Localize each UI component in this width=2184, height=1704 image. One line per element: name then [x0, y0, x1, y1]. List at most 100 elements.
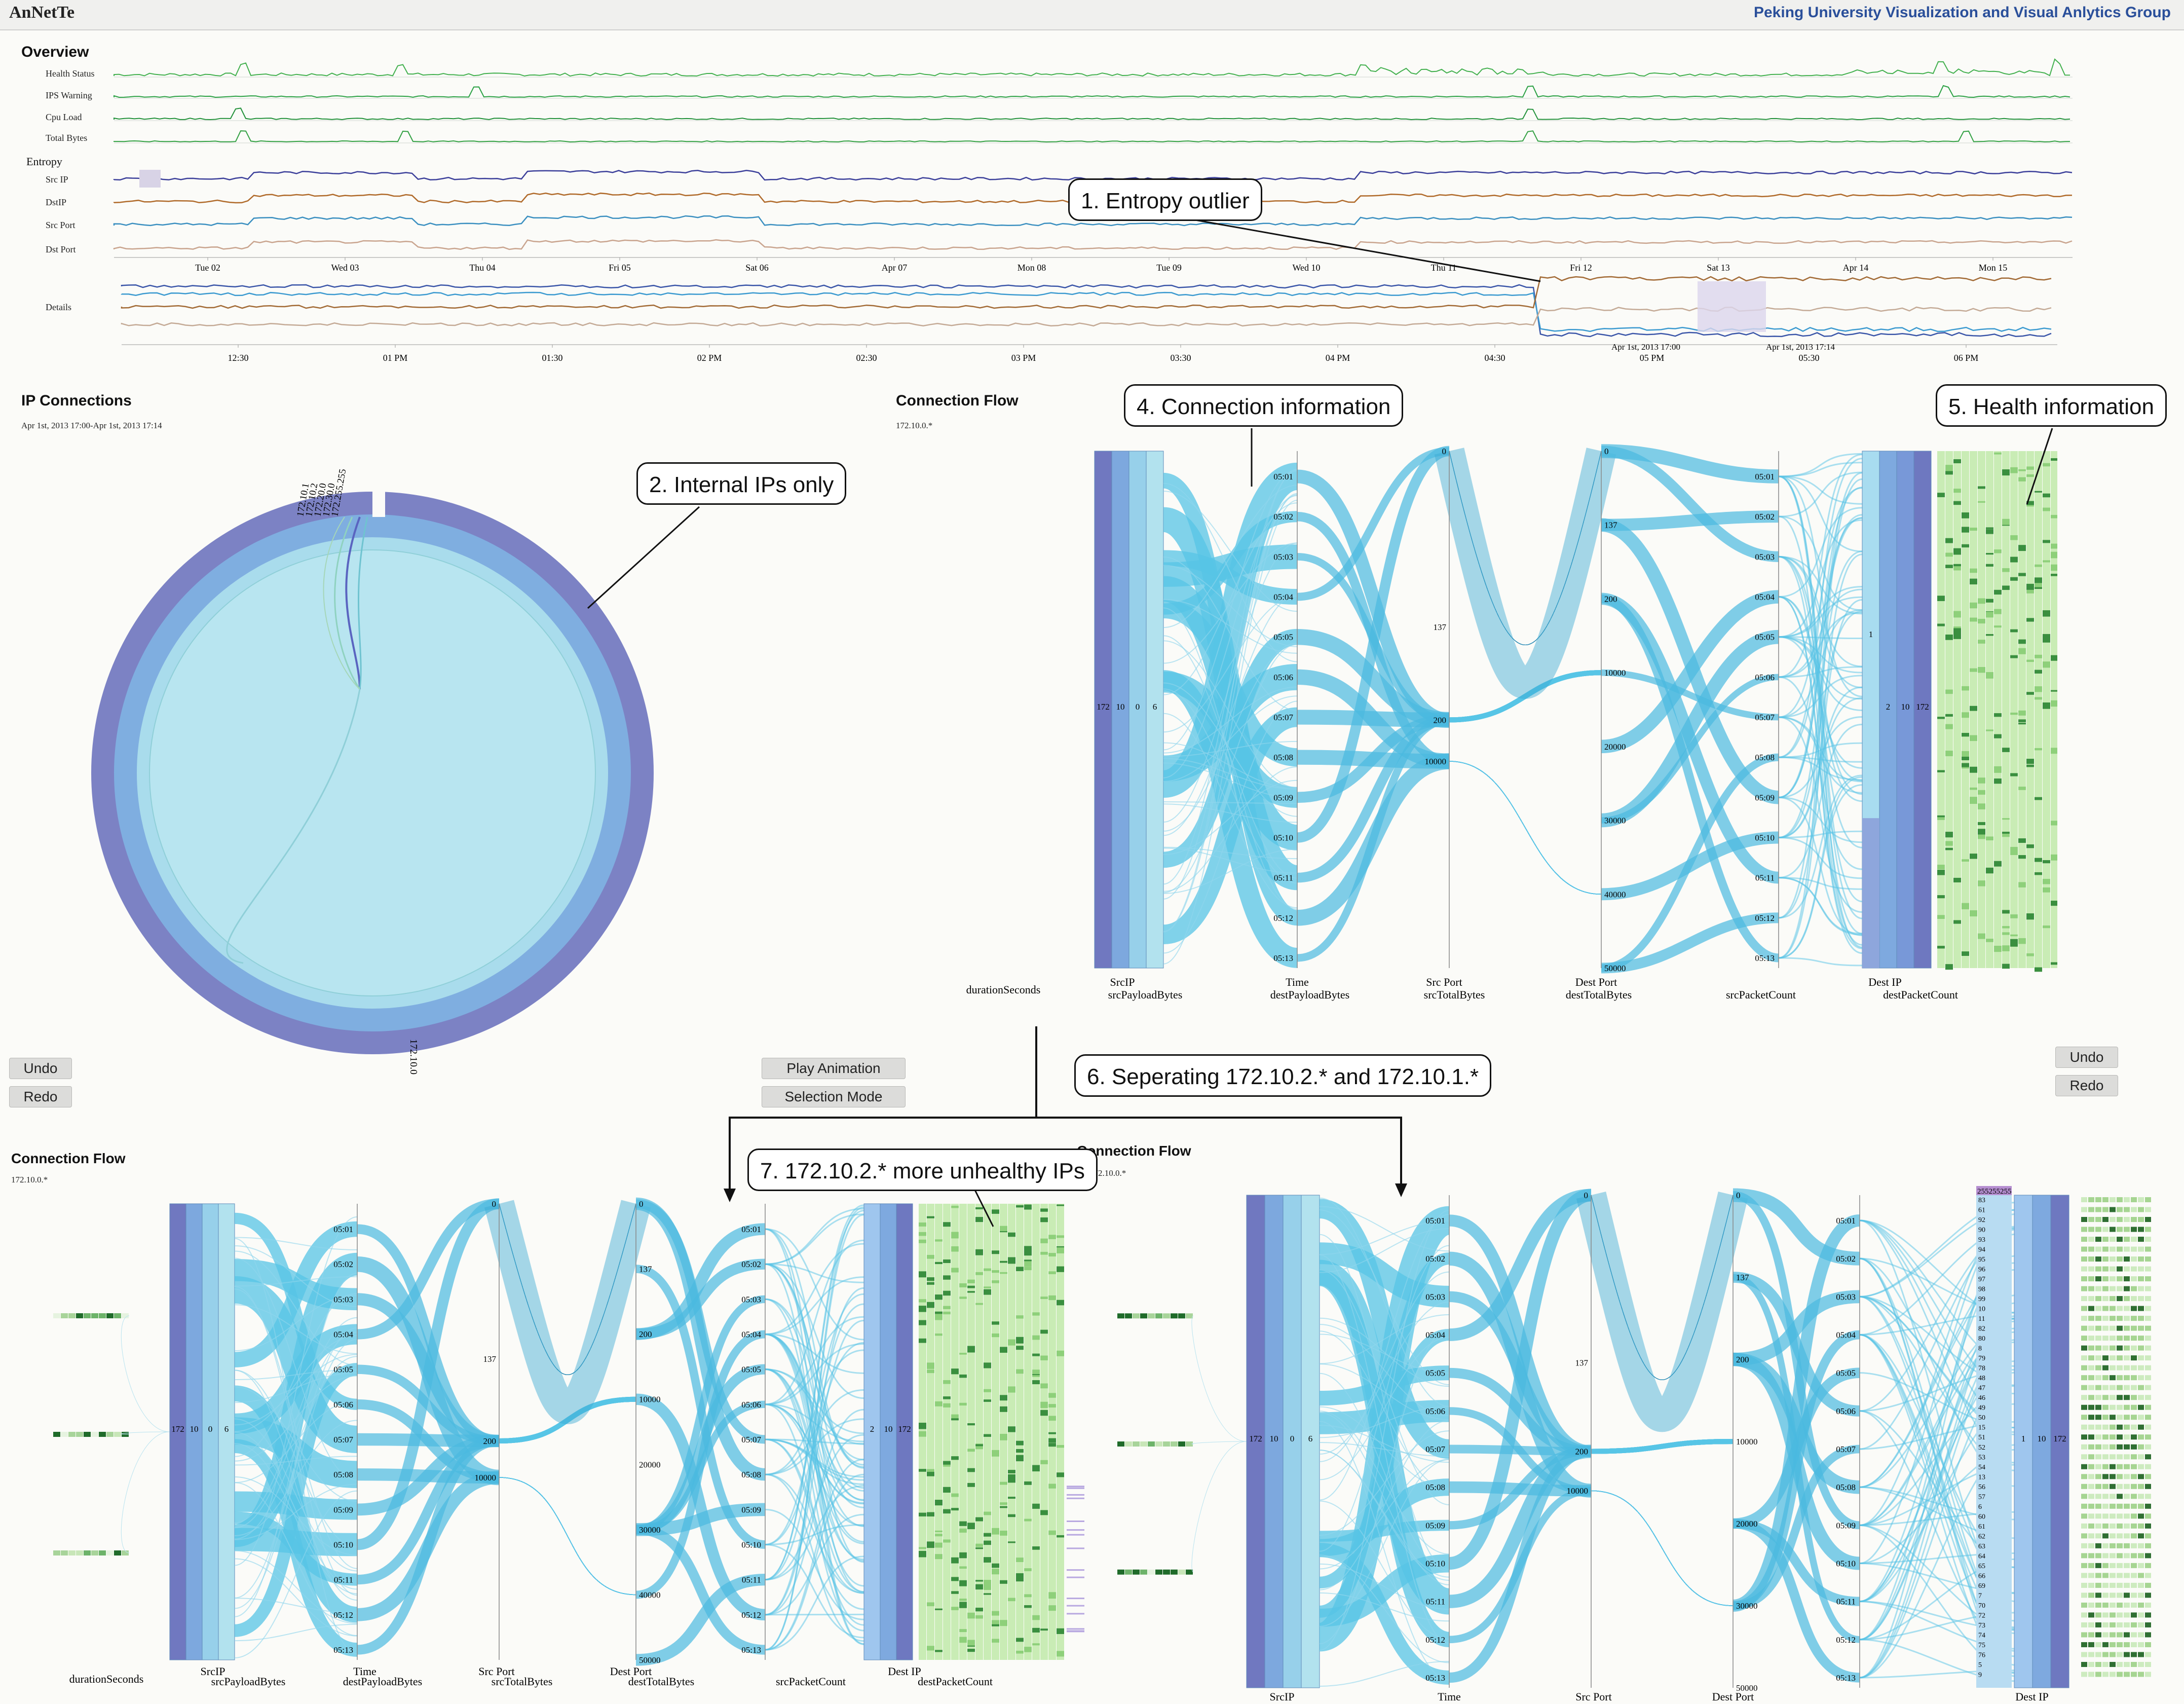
src-ip-bar[interactable]: [1301, 1195, 1320, 1688]
health-cell: [2131, 1622, 2137, 1627]
health-column: [1953, 451, 1961, 968]
selection-mode-button[interactable]: Selection Mode: [762, 1086, 906, 1107]
health-cell: [2145, 1474, 2151, 1479]
duration-cell: [1117, 1313, 1124, 1319]
src-ip-bar[interactable]: [169, 1203, 186, 1660]
health-cell: [2131, 1306, 2137, 1311]
dest-ip-bar[interactable]: [863, 1203, 881, 1660]
duration-cell: [84, 1313, 91, 1318]
health-cell: [2138, 1474, 2144, 1479]
health-cell: [2081, 1494, 2087, 1499]
dest-host-label: 66: [1978, 1572, 1985, 1580]
health-cell: [2138, 1513, 2144, 1519]
duration-cell: [106, 1432, 114, 1437]
health-cell: [2145, 1513, 2151, 1519]
health-cell: [2081, 1444, 2087, 1450]
health-cell: [2124, 1316, 2130, 1321]
health-cell: [2110, 1424, 2116, 1430]
redo-button-right[interactable]: Redo: [2055, 1075, 2118, 1096]
dest-ip-bar[interactable]: [880, 1203, 897, 1660]
undo-button-right[interactable]: Undo: [2055, 1047, 2118, 1068]
health-cell: [2117, 1237, 2123, 1242]
undo-button[interactable]: Undo: [9, 1058, 72, 1079]
health-cell: [2088, 1543, 2094, 1548]
src-ip-bar[interactable]: [202, 1203, 219, 1660]
health-cell: [2110, 1672, 2116, 1677]
dest-ip-segment: 10: [884, 1424, 893, 1434]
duration-cell: [1117, 1441, 1124, 1447]
dest-port-tick-label: 10000: [1736, 1437, 1758, 1447]
health-cell: [2081, 1246, 2087, 1252]
health-cell: [2145, 1197, 2151, 1202]
health-cell: [2145, 1365, 2151, 1370]
entropy-brush[interactable]: [139, 170, 161, 188]
dest-ip-bar[interactable]: [1879, 451, 1897, 969]
health-cell: [2117, 1276, 2123, 1282]
health-cell: [2081, 1553, 2087, 1559]
ip-chord-diagram[interactable]: 172.10.1172.10.2172.20.0172.30.0172.255.…: [76, 446, 664, 1135]
dest-ip-bar[interactable]: [1913, 451, 1932, 969]
duration-cell: [1171, 1569, 1178, 1575]
src-ip-bar[interactable]: [1146, 451, 1164, 969]
health-cell: [2138, 1217, 2144, 1223]
health-cell: [2138, 1672, 2144, 1677]
health-cell: [2124, 1217, 2130, 1223]
health-cell: [2081, 1316, 2087, 1321]
redo-button[interactable]: Redo: [9, 1086, 72, 1107]
health-cell: [2095, 1336, 2101, 1341]
axis-label: destPacketCount: [918, 1675, 993, 1688]
callout-entropy-outlier: 1. Entropy outlier: [1068, 178, 1262, 221]
health-cell: [2124, 1632, 2130, 1638]
duration-cell: [1178, 1313, 1185, 1319]
time-tick-label: 05:03: [1273, 552, 1293, 562]
src-ip-bar[interactable]: [1246, 1195, 1265, 1688]
dest-ip-bar[interactable]: [2014, 1195, 2033, 1688]
date-tick-label: Mon 08: [1018, 263, 1046, 273]
src-ip-bar[interactable]: [1094, 451, 1112, 969]
date-tick-label: Thu 11: [1431, 263, 1457, 273]
health-cell: [2145, 1563, 2151, 1568]
health-cell: [2088, 1286, 2094, 1291]
health-cell: [2102, 1286, 2108, 1291]
dest-host-label: 63: [1978, 1543, 1985, 1550]
src-ip-bar[interactable]: [218, 1203, 235, 1660]
dest-ip-bar[interactable]: [2050, 1195, 2069, 1688]
time-tick-label: 05:09: [1836, 1521, 1856, 1530]
dest-ip-bar[interactable]: [896, 1203, 913, 1660]
flow-band: [1319, 1543, 1450, 1685]
duration-cell: [1163, 1441, 1170, 1447]
health-cell: [2102, 1474, 2108, 1479]
src-ip-bar[interactable]: [1283, 1195, 1302, 1688]
time-tick-label: 05:01: [1425, 1216, 1445, 1226]
details-brush[interactable]: [1698, 281, 1766, 332]
src-ip-bar[interactable]: [1128, 451, 1147, 969]
dest-host-label: 52: [1978, 1444, 1985, 1452]
ring-gap: [372, 489, 385, 517]
health-cell: [2110, 1573, 2116, 1578]
date-tick-label: Tue 09: [1156, 263, 1182, 273]
ip-connections-title: IP Connections: [21, 392, 132, 409]
dest-host-label: 95: [1978, 1256, 1985, 1264]
health-cell: [2138, 1523, 2144, 1529]
callout-separating: 6. Seperating 172.10.2.* and 172.10.1.*: [1074, 1054, 1492, 1097]
health-cell: [2145, 1464, 2151, 1469]
dest-ip-bar[interactable]: [2032, 1195, 2051, 1688]
overview-line: [114, 58, 2070, 77]
health-cell: [2081, 1543, 2087, 1548]
health-cell: [2138, 1197, 2144, 1202]
play-animation-button[interactable]: Play Animation: [762, 1058, 906, 1079]
health-cell: [2081, 1612, 2087, 1618]
health-cell: [2095, 1296, 2101, 1302]
src-ip-bar[interactable]: [185, 1203, 203, 1660]
axis-label: Src Port: [478, 1665, 515, 1678]
dest-host-label: 79: [1978, 1355, 1985, 1362]
time-tick-label: 05:03: [741, 1294, 761, 1304]
health-cell: [2145, 1424, 2151, 1430]
health-cell: [2095, 1454, 2101, 1460]
health-cell: [2081, 1434, 2087, 1440]
flow-band: [234, 1417, 358, 1489]
